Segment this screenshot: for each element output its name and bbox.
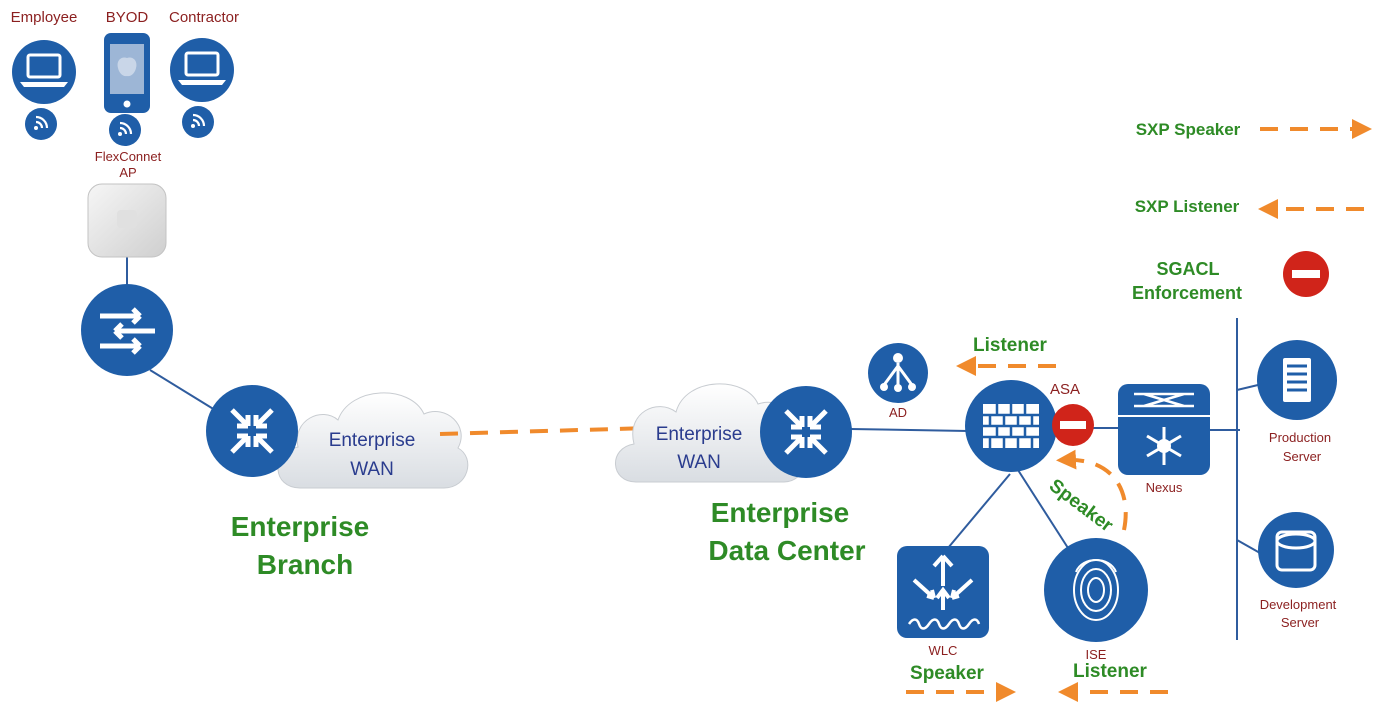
legend-enforcement-icon [1283,251,1329,297]
wlc-controller-icon [897,546,989,638]
dc-wan-label-line1: Enterprise [656,424,743,445]
branch-router-icon [206,385,298,477]
dc-site-label-line2: Data Center [708,535,865,566]
ad-directory-icon [868,343,928,403]
ise-fingerprint-icon [1044,538,1148,642]
branch-site-label-line2: Branch [257,549,353,580]
development-server-label-line2: Server [1281,615,1320,630]
production-server-label-line1: Production [1269,430,1331,445]
byod-label: BYOD [106,9,149,26]
wifi-icon [182,106,214,138]
employee-label: Employee [11,9,78,26]
ap-label-line2: AP [119,165,136,180]
contractor-laptop-icon [170,38,234,102]
branch-wan-label-line2: WAN [350,459,394,480]
legend-sgacl-label-line2: Enforcement [1132,283,1242,303]
legend-sxp-speaker-label: SXP Speaker [1136,120,1241,139]
wlc-speaker-label: Speaker [910,663,985,684]
branch-site-label-line1: Enterprise [231,511,370,542]
branch-wan-label-line1: Enterprise [329,430,416,451]
byod-phone-icon [104,33,150,113]
legend-sgacl-label-line1: SGACL [1157,259,1220,279]
employee-laptop-icon [12,40,76,104]
wlc-label: WLC [929,643,958,658]
ise-speaker-arrow [1056,449,1128,531]
wifi-icon [25,108,57,140]
dc-site-label-line1: Enterprise [711,497,850,528]
nexus-switch-icon [1118,384,1210,475]
ad-label: AD [889,405,907,420]
development-server-icon [1258,512,1334,588]
dc-router-icon [760,386,852,478]
production-server-label-line2: Server [1283,449,1322,464]
nexus-label: Nexus [1146,480,1183,495]
switch-icon [81,284,173,376]
development-server-label-line1: Development [1260,597,1337,612]
ap-label-line1: FlexConnet [95,149,162,164]
production-server-icon [1257,340,1337,420]
dc-wan-label-line2: WAN [677,452,721,473]
access-point-icon [87,183,167,258]
wan-sxp-connection [439,426,651,436]
ise-listener-label: Listener [1073,661,1148,682]
wifi-icon [109,114,141,146]
ise-label: ISE [1086,647,1107,662]
asa-label: ASA [1050,381,1080,398]
asa-firewall-icon [965,380,1057,472]
contractor-label: Contractor [169,9,239,26]
asa-listener-label: Listener [973,335,1048,356]
asa-enforcement-icon [1052,404,1094,446]
legend-sxp-listener-label: SXP Listener [1135,197,1240,216]
